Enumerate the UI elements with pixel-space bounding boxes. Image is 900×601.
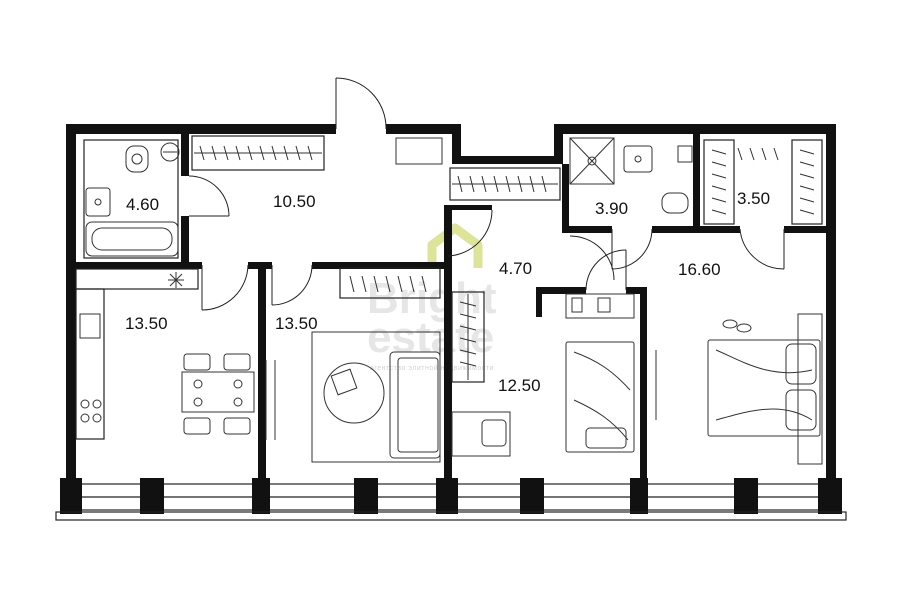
wardrobe-racks: [703, 139, 823, 225]
kitchen-fixtures: [75, 268, 267, 440]
logo-house-icon: [427, 223, 483, 268]
area-label-kitchen: 13.50: [125, 314, 168, 333]
stove-icon: [80, 399, 102, 423]
area-label-living-room: 13.50: [275, 314, 318, 333]
interior-walls: [76, 134, 826, 484]
watermark-line2: estate: [367, 313, 494, 362]
watermark-tagline: агентство элитной недвижимости: [370, 364, 494, 372]
shoe-rack-icon: [395, 137, 443, 165]
sink-icon: [623, 145, 653, 173]
watermark: Bright estate агентство элитной недвижим…: [367, 223, 497, 372]
chair: [481, 419, 507, 447]
toilet-icon: [661, 192, 689, 214]
doors: [188, 77, 785, 311]
shower-icon: [569, 137, 615, 185]
single-bed: [565, 341, 635, 453]
sofa: [389, 351, 441, 459]
bedroom-furniture: [451, 293, 657, 457]
bathtub-icon: [85, 221, 179, 257]
master-bedroom-furniture: [707, 313, 823, 465]
hood-icon: [168, 272, 184, 288]
area-label-wardrobe: 3.50: [737, 189, 770, 208]
corridor-wardrobe: [449, 167, 561, 383]
facade: [55, 478, 847, 521]
boiler-icon: [160, 142, 180, 162]
toilet-icon: [125, 145, 149, 173]
sink-icon: [79, 313, 101, 339]
sink-icon: [85, 187, 111, 217]
area-labels: 4.60 10.50 4.70 3.90 3.50 16.60 13.50 13…: [125, 189, 770, 395]
bathroom-1-fixtures: [83, 139, 180, 259]
slippers-icon: [722, 319, 752, 333]
coffee-table: [323, 362, 385, 424]
desk: [451, 411, 511, 457]
shelf: [565, 293, 635, 319]
area-label-bathroom-2: 3.90: [595, 199, 628, 218]
hanger-icon-row: [199, 145, 313, 161]
hallway-wardrobe: [191, 135, 443, 171]
living-room-furniture: [274, 267, 441, 463]
area-label-bedroom: 12.50: [498, 376, 541, 395]
dining-table: [181, 371, 255, 413]
area-label-hallway: 10.50: [273, 192, 316, 211]
bathroom-2-fixtures: [569, 137, 693, 214]
area-label-corridor: 4.70: [499, 259, 532, 278]
walls: [66, 124, 836, 484]
area-label-bathroom-1: 4.60: [126, 195, 159, 214]
area-label-master-bedroom: 16.60: [678, 260, 721, 279]
double-bed: [707, 339, 821, 437]
